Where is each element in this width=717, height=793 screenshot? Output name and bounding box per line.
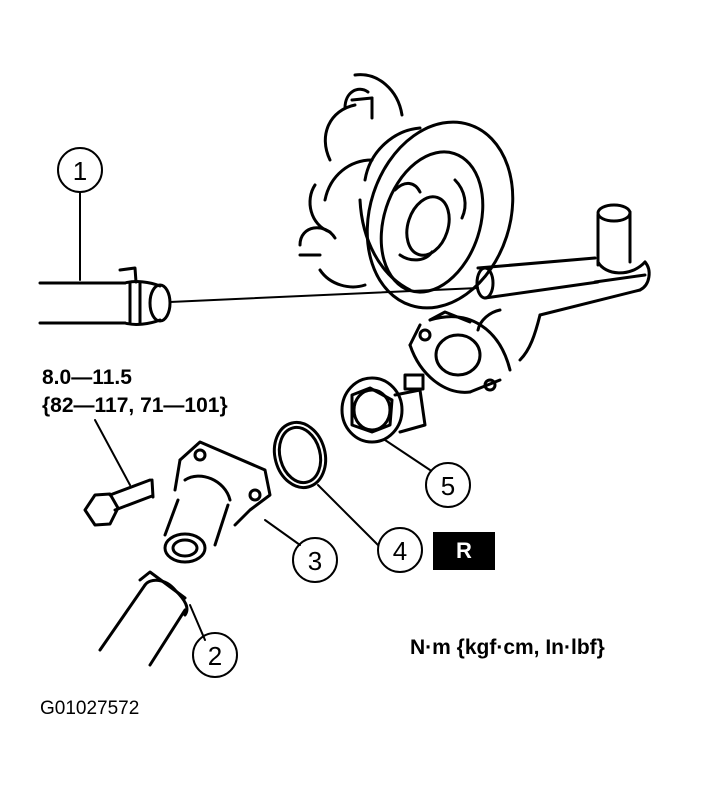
callout-1-circle [57,147,103,193]
callout-3-circle [292,537,338,583]
callout-3-label: 3 [308,546,322,576]
units-note: N·m {kgf·cm, In·lbf} [410,636,605,659]
gasket-o-ring [272,420,379,546]
callout-2-label: 2 [208,641,222,671]
callout-1-label: 1 [73,156,87,186]
upper-radiator-hose [38,266,479,326]
replace-badge: R [433,532,495,570]
thermostat-cover [163,440,301,564]
thermostat [340,373,431,471]
callout-2-circle [192,632,238,678]
figure-id: G01027572 [40,698,140,719]
callout-4-label: 4 [393,536,407,566]
torque-spec-line-2: {82—117, 71—101} [42,394,228,417]
callout-5-circle [425,462,471,508]
lower-radiator-hose [98,570,206,667]
water-pump-pulley [298,73,515,310]
torque-spec-line-1: 8.0—11.5 [42,366,132,389]
callout-5-label: 5 [441,471,455,501]
housing-bolt [83,419,155,527]
thermostat-housing-pipe [408,203,651,394]
callout-4-circle [377,527,423,573]
